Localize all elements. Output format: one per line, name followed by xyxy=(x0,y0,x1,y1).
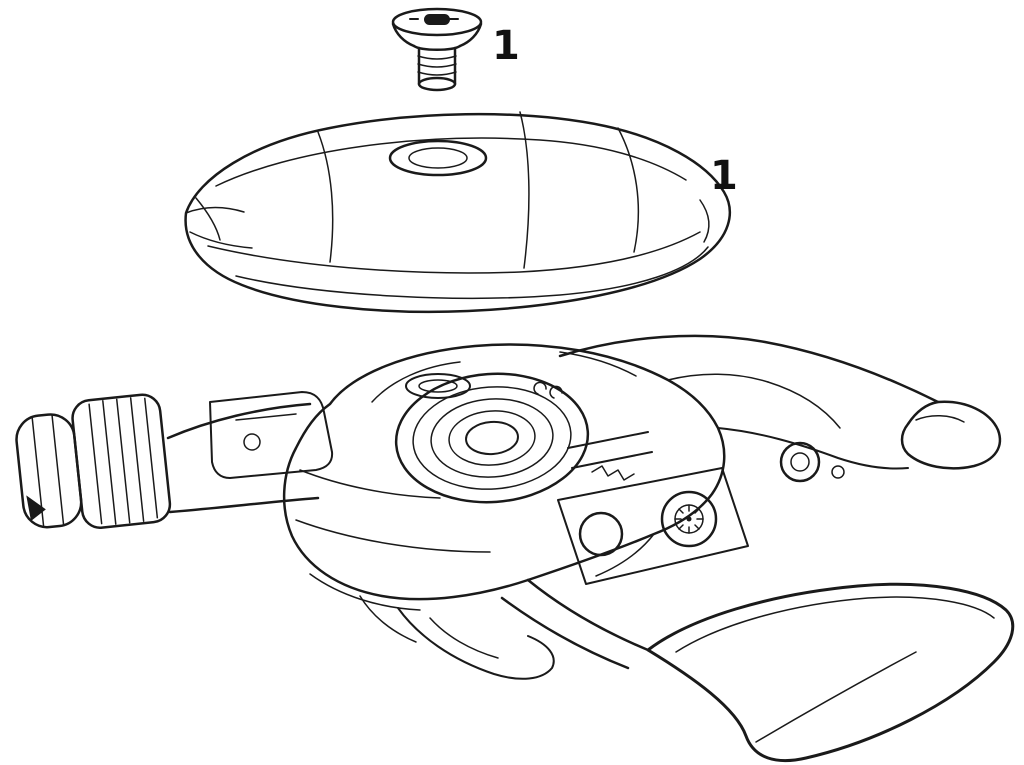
clamp-bracket-drawing xyxy=(558,334,1002,483)
barrel-adjuster-drawing xyxy=(15,393,172,529)
ratchet-drum-drawing xyxy=(394,372,590,504)
paddle-lever-drawing xyxy=(500,578,1015,763)
cable-anchor-panel-drawing xyxy=(557,467,749,585)
shifter-body-drawing xyxy=(15,334,1015,763)
cover-part-drawing xyxy=(184,111,732,314)
callout-label-bolt: 1 xyxy=(492,23,520,69)
inner-lever-drawing xyxy=(359,595,555,680)
bolt-part-drawing xyxy=(391,7,483,92)
callout-label-cover: 1 xyxy=(710,153,738,199)
